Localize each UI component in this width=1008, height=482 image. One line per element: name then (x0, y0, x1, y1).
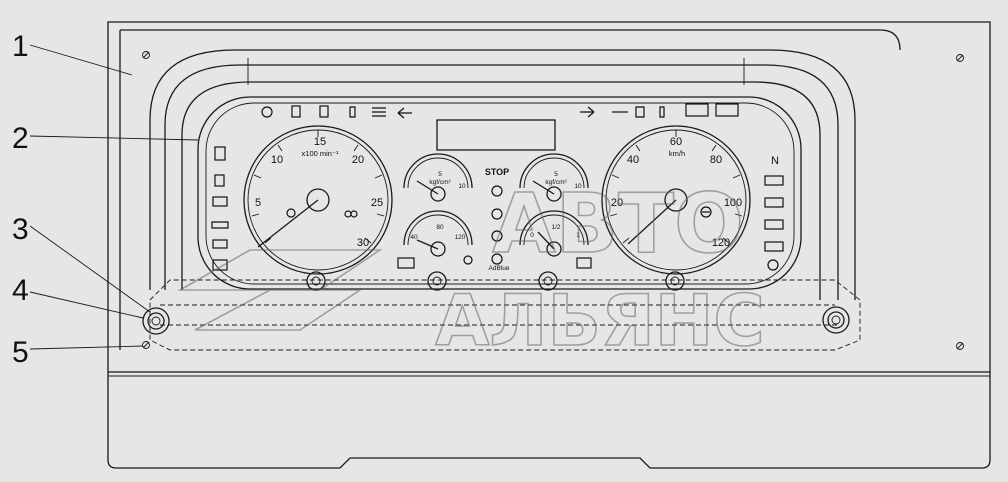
speedo-label-20: 20 (611, 197, 623, 209)
speedo-label-80: 80 (710, 154, 722, 166)
tacho-label-20: 20 (352, 154, 364, 166)
adblue-label: AdBlue (489, 265, 510, 272)
callout-5: 5 (12, 336, 29, 369)
speedometer: 20 40 60 80 100 120 km/h (601, 125, 751, 275)
callout-group: 1 2 3 4 5 (12, 30, 199, 369)
top-indicator-row (261, 103, 739, 119)
tacho-label-25: 25 (371, 197, 383, 209)
speedo-label-100: 100 (724, 197, 742, 209)
brake-warning-icon (700, 206, 712, 218)
pressure1-unit: kgf/cm² (429, 179, 451, 186)
neutral-label: N (771, 155, 779, 167)
cruise-control-icon (286, 208, 296, 218)
temp-label-40: 40 (410, 234, 418, 241)
pressure2-unit: kgf/cm² (545, 179, 567, 186)
panel-housing (107, 21, 991, 469)
speedo-label-120: 120 (712, 237, 730, 249)
watermark: АВТО АЛЬЯНС (176, 176, 766, 363)
tacho-label-5: 5 (255, 197, 261, 209)
tacho-label-10: 10 (271, 154, 283, 166)
center-warning-lights: STOP AdBlue (397, 167, 592, 272)
pressure1-low: 5 (438, 171, 442, 178)
pressure2-low: 5 (554, 171, 558, 178)
tacho-label-30: 30 (357, 237, 369, 249)
pressure-gauge-2: 5 10 kgf/cm² (519, 153, 589, 202)
callout-2: 2 (12, 122, 29, 155)
callout-1: 1 (12, 30, 29, 63)
tachometer: 5 10 15 20 25 30 x100 min⁻¹ (243, 125, 393, 275)
left-indicator-column (211, 146, 229, 271)
tacho-unit: x100 min⁻¹ (302, 149, 339, 158)
speedo-label-40: 40 (627, 154, 639, 166)
watermark-line2: АЛЬЯНС (435, 280, 765, 362)
pressure-gauge-1: 5 10 kgf/cm² (403, 153, 473, 202)
pressure2-high: 10 (574, 183, 582, 190)
tacho-label-15: 15 (314, 136, 326, 148)
coolant-temp-gauge: 40 80 120 (403, 210, 473, 257)
pressure1-high: 10 (458, 183, 466, 190)
fuel-gauge: 0 1/2 1 (519, 210, 589, 257)
fuel-label-0: 0 (530, 232, 534, 239)
watermark-line1: АВТО (492, 177, 744, 272)
callout-4: 4 (12, 274, 29, 307)
temp-label-80: 80 (436, 224, 444, 231)
speedo-label-60: 60 (670, 136, 682, 148)
gear-indicator-column: N (764, 155, 784, 271)
stop-label: STOP (485, 167, 509, 177)
speedo-unit: km/h (669, 149, 685, 158)
fuel-label-1: 1 (576, 232, 580, 239)
temp-label-120: 120 (455, 234, 466, 241)
differential-lock-icon (344, 210, 358, 218)
callout-3: 3 (12, 213, 29, 246)
fuel-label-half: 1/2 (551, 224, 560, 231)
